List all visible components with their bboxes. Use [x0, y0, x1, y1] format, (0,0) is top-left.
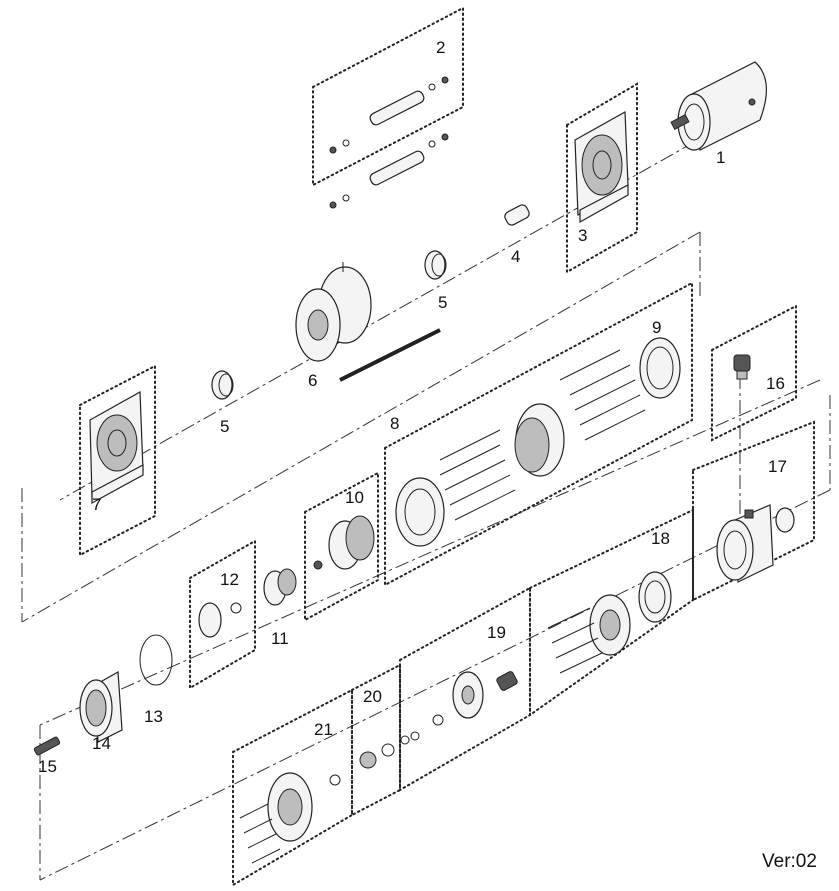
version-label: Ver:02: [762, 851, 817, 872]
part-label-21: 21: [314, 720, 333, 739]
planetary-carrier-illustration: [313, 515, 375, 570]
part-label-1: 1: [716, 148, 725, 167]
gearbox-housing-illustration: [716, 504, 795, 583]
ring-gear-illustration: [395, 337, 681, 547]
part-label-11: 11: [271, 629, 289, 648]
tie-bar-illustration: [329, 76, 449, 209]
bushing-illustration: [211, 250, 447, 400]
part-label-12: 12: [220, 570, 239, 589]
group-box-10: [304, 471, 379, 622]
group-box-20: [351, 663, 401, 817]
planet-gear-set-illustration: [198, 568, 297, 638]
part-label-8: 8: [390, 414, 399, 433]
group-box-3: [566, 82, 638, 274]
part-label-4: 4: [511, 247, 520, 266]
seal-set-illustration: [359, 731, 420, 769]
plug-illustration: [733, 354, 751, 380]
sun-gear-illustration: [432, 671, 518, 726]
brake-assembly-illustration: [547, 571, 672, 674]
part-labels: 1 2 3 4 5 5 6 7 8 9 10 11 12 13 14 15 16…: [38, 38, 787, 776]
part-label-18: 18: [651, 529, 670, 548]
group-box-2: [312, 6, 464, 187]
gear-housing-illustration: [79, 671, 123, 743]
part-label-2: 2: [436, 38, 445, 57]
part-label-19: 19: [487, 623, 506, 642]
group-box-16: [711, 304, 797, 442]
output-gear-illustration: [239, 772, 341, 864]
part-label-20: 20: [363, 687, 382, 706]
motor-illustration: [670, 61, 768, 151]
group-box-7: [79, 364, 156, 557]
coupler-illustration: [504, 204, 530, 226]
shaft-illustration: [33, 736, 61, 756]
group-box-9: [384, 281, 693, 587]
end-housing-illustration: [574, 110, 629, 224]
part-label-6: 6: [308, 371, 317, 390]
part-label-10: 10: [345, 488, 364, 507]
part-label-3: 3: [578, 226, 587, 245]
part-label-5a: 5: [438, 293, 447, 312]
group-box-21: [232, 688, 353, 887]
part-label-7: 7: [92, 495, 101, 514]
part-label-14: 14: [92, 734, 111, 753]
part-label-16: 16: [766, 374, 785, 393]
part-label-5b: 5: [220, 417, 229, 436]
part-label-15: 15: [38, 757, 57, 776]
group-box-18: [529, 508, 694, 717]
drum-illustration: [295, 262, 372, 362]
rod-illustration: [339, 328, 441, 382]
group-boxes: [79, 6, 815, 887]
part-label-9: 9: [652, 318, 661, 337]
group-box-11-12: [189, 539, 256, 690]
part-label-17: 17: [768, 457, 787, 476]
part-label-13: 13: [144, 707, 163, 726]
support-end-illustration: [89, 390, 144, 505]
retaining-ring-illustration: [139, 634, 173, 686]
